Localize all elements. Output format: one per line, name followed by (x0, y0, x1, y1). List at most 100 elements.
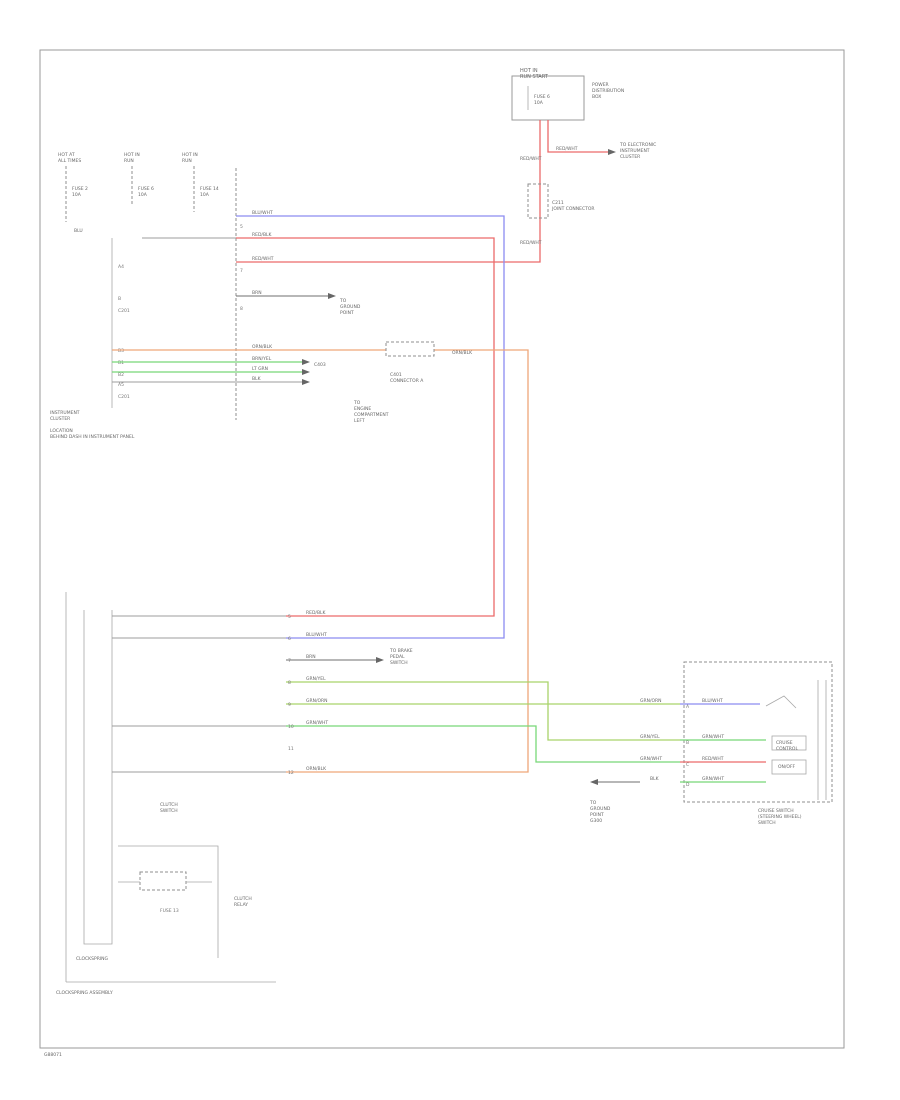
wire-grn-yel (286, 681, 680, 741)
switch-left-1: GRN/ORN (640, 698, 662, 704)
switch-left-3: GRN/WHT (640, 756, 662, 762)
wire-blue-loop (236, 215, 505, 639)
bottom-pin-6: 10 (288, 724, 294, 730)
arrow-right-icon (302, 359, 310, 365)
bottom-pin-8: 12 (288, 770, 294, 776)
clockspring-label: CLOCKSPRING (76, 956, 109, 962)
bottom-pin-4: 8 (288, 680, 291, 686)
wire-label-lower: RED/WHT (520, 240, 542, 246)
bottom-pin-2: 6 (288, 636, 291, 642)
bottom-wire-1: RED/BLK (306, 610, 327, 616)
top-wire-7: LT GRN (252, 366, 268, 372)
switch-right-4: GRN/WHT (702, 776, 724, 782)
top-wire-6: BRN/YEL (252, 356, 272, 362)
top-wire-2: RED/BLK (252, 232, 273, 238)
cluster-pin-5: B1 (118, 360, 124, 366)
switch-right-3: RED/WHT (702, 756, 724, 762)
cluster-pin-3: C201 (118, 308, 130, 314)
fuse-group-1-wire: BLU (74, 228, 83, 234)
footer-code: G88071 (44, 1052, 62, 1058)
bottom-wire-3: BRN (306, 654, 316, 660)
switch-name-2: ON/OFF (778, 764, 796, 770)
cluster-pin-7: A5 (118, 382, 124, 388)
bottom-wire-2: BLU/WHT (306, 632, 327, 638)
switch-pin-a: A (686, 704, 690, 710)
wire-red-branch (547, 120, 608, 153)
switch-title: CRUISE SWITCH(STEERING WHEEL)SWITCH (758, 808, 802, 826)
top-wire-1: BLU/WHT (252, 210, 273, 216)
bottom-wire-8: ORN/BLK (306, 766, 327, 772)
splice-wire: ORN/BLK (452, 350, 473, 356)
top-pin-3: 8 (240, 306, 243, 312)
switch-pin-c: C (686, 762, 689, 768)
switch-pin-d: D (686, 782, 690, 788)
bottom-wire-5: GRN/ORN (306, 698, 328, 704)
splice-connector (385, 341, 435, 357)
wire-red-power (236, 120, 541, 263)
wire-red-loop (236, 237, 495, 617)
arrow-right-icon (302, 369, 310, 375)
top-pin-2: 7 (240, 268, 243, 274)
top-pin-1: 5 (240, 224, 243, 230)
diagram-frame (39, 49, 845, 1049)
cluster-pin-4: B3 (118, 348, 124, 354)
side-wire-label: RED/WHT (556, 146, 578, 152)
switch-right-2: GRN/WHT (702, 734, 724, 740)
lower-note: C403 (314, 362, 326, 368)
cluster-pin-2: B (118, 296, 121, 302)
switch-right-1: BLU/WHT (702, 698, 723, 704)
bottom-wire-6: GRN/WHT (306, 720, 328, 726)
bottom-pin-7: 11 (288, 746, 294, 752)
cluster-pin-1: A4 (118, 264, 124, 270)
bottom-wire-4: GRN/YEL (306, 676, 326, 682)
bottom-pin-3: 7 (288, 658, 291, 664)
wire-grn-wht (286, 725, 680, 763)
wire-orange-loop (286, 349, 529, 773)
bottom-pin-5: 9 (288, 702, 291, 708)
arrow-right-icon (328, 293, 336, 299)
wire-label-upper: RED/WHT (520, 156, 542, 162)
top-wire-3: RED/WHT (252, 256, 274, 262)
bottom-pin-1: 5 (288, 614, 291, 620)
switch-pin-b: B (686, 740, 689, 746)
arrow-right-icon (302, 379, 310, 385)
switch-left-4: BLK (650, 776, 660, 782)
cluster-pin-6: B2 (118, 372, 124, 378)
switch-left-2: GRN/YEL (640, 734, 660, 740)
top-wire-4: BRN (252, 290, 262, 296)
clockspring-assembly: CLOCKSPRING ASSEMBLY (56, 990, 113, 996)
relay-sub-label: FUSE 13 (160, 908, 179, 914)
arrow-right-icon (608, 149, 616, 155)
top-wire-8: BLK (252, 376, 262, 382)
cluster-pin-8: C201 (118, 394, 130, 400)
top-wire-5: ORN/BLK (252, 344, 273, 350)
arrow-left-icon (590, 779, 598, 785)
